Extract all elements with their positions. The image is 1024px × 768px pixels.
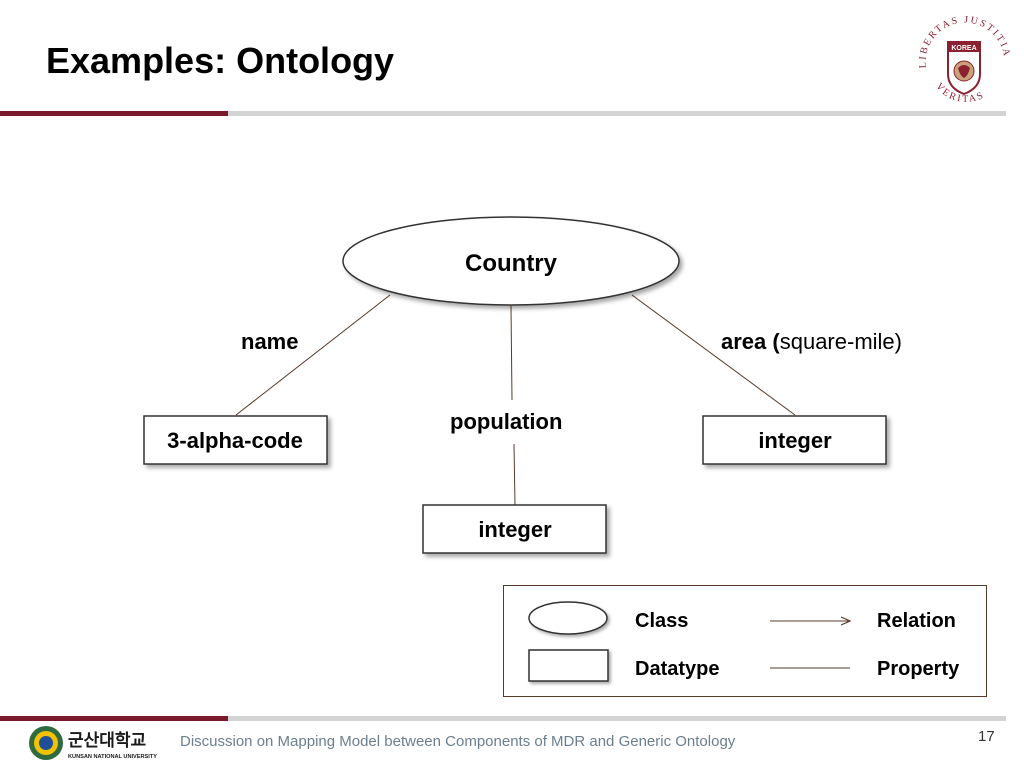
slide-title: Examples: Ontology [46,40,395,81]
svg-text:군산대학교: 군산대학교 [68,731,147,751]
footer-divider [228,716,1006,721]
svg-text:KUNSAN NATIONAL UNIVERSITY: KUNSAN NATIONAL UNIVERSITY [68,754,157,760]
legend-relation-label: Relation [877,610,956,632]
datatype-node-integer-population-label: integer [478,517,552,542]
edge-label-name: name [241,329,299,354]
footer-accent-bar [0,716,228,721]
edge-population-lower [513,443,516,506]
edge-name [235,294,391,416]
university-seal-logo: LIBERTAS JUSTITIA VERITAS KOREA [917,16,1010,105]
datatype-node-3-alpha-code-label: 3-alpha-code [167,428,303,453]
edge-area [631,294,796,416]
legend-class-ellipse [528,601,608,635]
legend-class-label: Class [635,610,689,632]
class-node-country [342,216,680,306]
legend-datatype-label: Datatype [635,658,720,680]
edge-label-area-unit: square-mile) [779,329,902,354]
legend-datatype-rect [528,649,609,682]
edge-population-upper [510,305,513,401]
page-number: 17 [978,728,995,745]
edge-label-area: area (square-mile) [721,329,902,355]
footer-caption: Discussion on Mapping Model between Comp… [180,733,736,750]
title-divider [228,111,1006,116]
svg-text:KOREA: KOREA [951,45,976,52]
legend-property-label: Property [877,658,960,680]
class-node-country-label: Country [465,250,558,277]
datatype-node-integer-area [702,415,887,465]
datatype-node-integer-population [422,504,607,554]
edge-label-area-prop: area ( [721,329,780,354]
legend: Class Datatype Relation Property [503,585,987,697]
edge-label-population: population [450,409,563,434]
datatype-node-integer-area-label: integer [758,428,832,453]
title-accent-bar [0,111,228,116]
kunsan-university-logo: 군산대학교 KUNSAN NATIONAL UNIVERSITY [29,726,157,760]
datatype-node-3-alpha-code [143,415,328,465]
